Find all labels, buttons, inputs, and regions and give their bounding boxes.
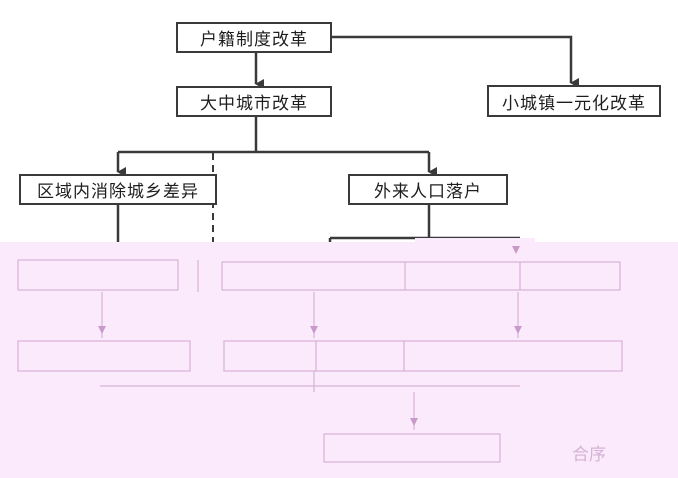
node-small-town-reform: 小城镇一元化改革 — [487, 85, 661, 117]
node-region-urban-rural: 区域内消除城乡差异 — [19, 174, 217, 205]
node-large-city-reform: 大中城市改革 — [176, 86, 332, 117]
node-household-reform: 户籍制度改革 — [176, 22, 332, 53]
node-large-city-reform-label: 大中城市改革 — [200, 94, 308, 114]
node-migrant-settlement: 外来人口落户 — [348, 174, 508, 205]
obscured-region-top — [415, 238, 535, 248]
obscured-region — [0, 242, 678, 478]
node-household-reform-label: 户籍制度改革 — [200, 30, 308, 50]
node-migrant-settlement-label: 外来人口落户 — [374, 182, 482, 202]
node-small-town-reform-label: 小城镇一元化改革 — [502, 93, 646, 114]
node-region-urban-rural-label: 区域内消除城乡差异 — [37, 182, 199, 202]
faint-label: 合序 — [572, 445, 606, 465]
edge-root-to-small-town — [332, 35, 579, 88]
